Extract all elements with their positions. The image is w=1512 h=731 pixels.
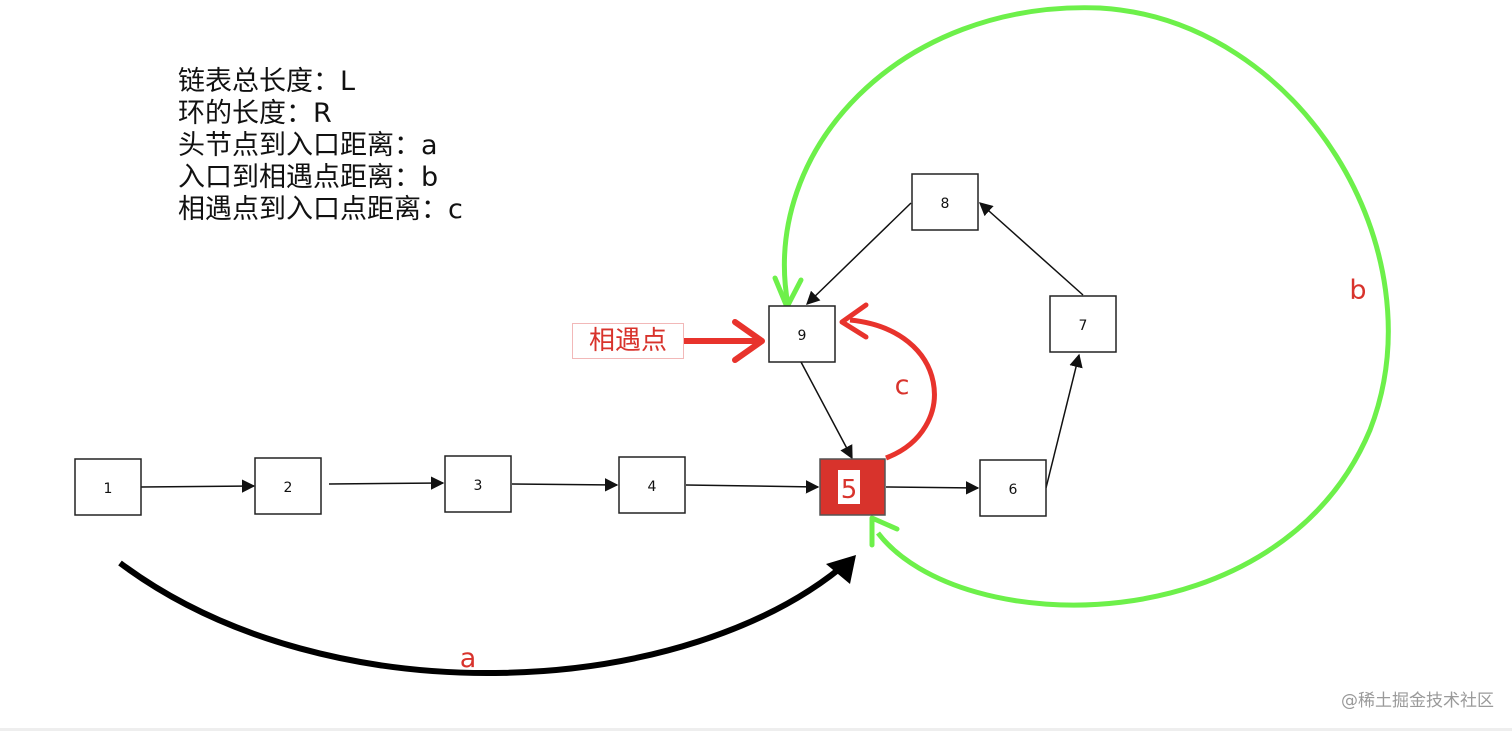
node-3-label: 3 xyxy=(474,478,483,494)
arc-a-arrowhead xyxy=(826,555,856,584)
legend-meeting-to-entrance: 相遇点到入口点距离：c xyxy=(178,194,463,225)
node-links xyxy=(140,202,1084,495)
node-7: 7 xyxy=(1049,295,1117,353)
bottom-divider xyxy=(0,728,1512,731)
node-5-entrance: 5 xyxy=(819,458,886,516)
legend-total-length: 链表总长度：L xyxy=(178,66,356,97)
link-6-7 xyxy=(1045,353,1083,489)
node-9-label: 9 xyxy=(798,328,807,344)
link-3-4 xyxy=(511,478,619,492)
arc-c xyxy=(849,317,937,461)
arc-a xyxy=(118,557,852,677)
node-1-label: 1 xyxy=(104,481,113,497)
node-8-label: 8 xyxy=(941,196,950,212)
link-7-8 xyxy=(978,202,1084,296)
node-9-meeting-point: 9 xyxy=(768,305,836,363)
label-c: c xyxy=(895,370,910,401)
arc-c-arrowhead xyxy=(839,302,869,340)
node-6: 6 xyxy=(979,459,1047,517)
node-7-label: 7 xyxy=(1079,318,1088,334)
legend: 链表总长度：L 环的长度：R 头节点到入口距离：a 入口到相遇点距离：b 相遇点… xyxy=(178,66,463,226)
link-4-5 xyxy=(685,480,820,494)
node-3: 3 xyxy=(444,455,512,513)
node-5-label: 5 xyxy=(841,475,858,505)
label-a: a xyxy=(460,643,477,674)
label-b: b xyxy=(1349,275,1366,306)
node-2: 2 xyxy=(254,457,322,515)
link-8-9 xyxy=(806,202,912,305)
node-1: 1 xyxy=(74,458,142,516)
link-1-2 xyxy=(140,479,256,493)
legend-ring-length: 环的长度：R xyxy=(178,98,332,129)
meeting-point-arrowhead xyxy=(732,319,765,363)
watermark: @稀土掘金技术社区 xyxy=(1341,691,1494,711)
node-4-label: 4 xyxy=(648,479,657,495)
node-2-label: 2 xyxy=(284,480,293,496)
legend-entrance-to-meeting: 入口到相遇点距离：b xyxy=(178,162,439,193)
meeting-point-callout: 相遇点 xyxy=(572,323,684,359)
link-2-3 xyxy=(328,476,445,490)
node-4: 4 xyxy=(618,456,686,514)
arc-b-arrowhead-bottom xyxy=(869,515,900,548)
arc-b xyxy=(781,5,1391,608)
link-5-6 xyxy=(885,481,980,495)
link-9-5 xyxy=(800,361,853,460)
node-8: 8 xyxy=(911,173,979,231)
legend-head-to-entrance: 头节点到入口距离：a xyxy=(178,130,438,161)
node-6-label: 6 xyxy=(1009,482,1018,498)
